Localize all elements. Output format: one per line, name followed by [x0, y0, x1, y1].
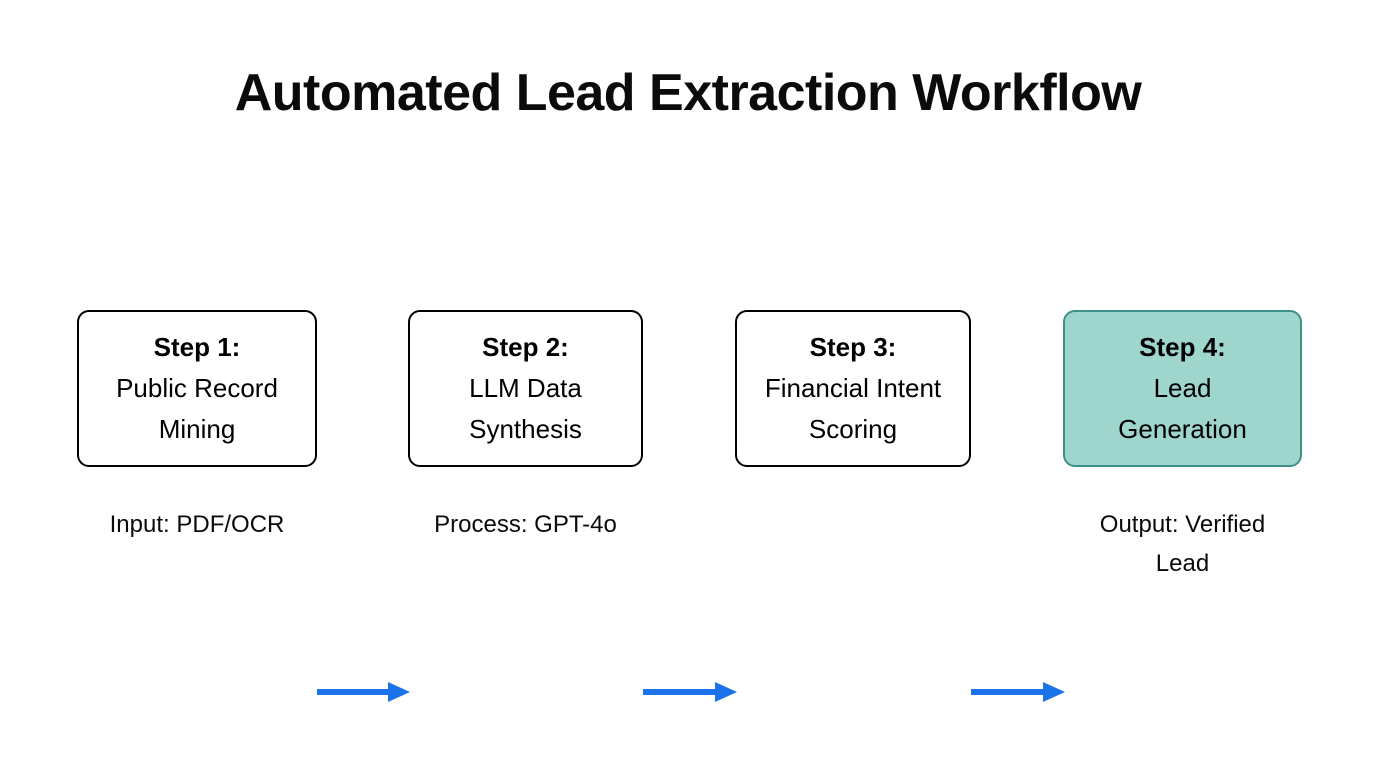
step-node-4-body-line-2: Generation — [1118, 414, 1247, 444]
step-node-1-body-line-1: Public Record — [116, 373, 278, 403]
step-caption-2-line-1: Process: GPT-4o — [434, 511, 617, 538]
page-title: Automated Lead Extraction Workflow — [234, 64, 1142, 122]
step-node-4-body-line-1: Lead — [1153, 373, 1212, 403]
step-caption-1-line-1: Input: PDF/OCR — [109, 511, 285, 538]
step-node-3-body-line-2: Scoring — [808, 414, 898, 444]
step-node-3-body-line-1: Financial Intent — [764, 373, 942, 403]
step-node-1-body: Public Record Mining — [116, 368, 278, 450]
step-node-2-heading: Step 2: — [482, 332, 569, 362]
step-node-2-body-line-1: LLM Data — [469, 373, 582, 403]
step-node-1-body-line-2: Mining — [158, 414, 236, 444]
step-caption-1: Input: PDF/OCR — [57, 505, 337, 544]
arrow-step2-to-step3 — [643, 680, 737, 704]
step-caption-4-line-2: Lead — [1155, 550, 1210, 577]
step-node-1-heading: Step 1: — [153, 332, 241, 362]
arrow-step1-to-step2 — [317, 680, 410, 704]
step-caption-2: Process: GPT-4o — [388, 505, 663, 544]
step-node-4-body: Lead Generation — [1118, 368, 1247, 450]
step-node-1[interactable]: Step 1: Public Record Mining — [77, 310, 317, 467]
step-node-3[interactable]: Step 3: Financial Intent Scoring — [735, 310, 971, 467]
step-caption-4-line-1: Output: Verified — [1099, 511, 1266, 538]
step-node-4[interactable]: Step 4: Lead Generation — [1063, 310, 1302, 467]
step-node-3-heading: Step 3: — [809, 332, 897, 362]
step-node-2[interactable]: Step 2: LLM Data Synthesis — [408, 310, 643, 467]
step-node-4-heading: Step 4: — [1139, 332, 1226, 362]
workflow-flow: Step 1: Public Record Mining Step 2: LLM… — [0, 310, 1376, 702]
arrow-step3-to-step4 — [971, 680, 1065, 704]
step-caption-4: Output: Verified Lead — [1063, 505, 1302, 583]
step-node-2-body-line-2: Synthesis — [469, 414, 582, 444]
step-node-2-body: LLM Data Synthesis — [469, 368, 582, 450]
step-node-3-body: Financial Intent Scoring — [765, 368, 941, 450]
